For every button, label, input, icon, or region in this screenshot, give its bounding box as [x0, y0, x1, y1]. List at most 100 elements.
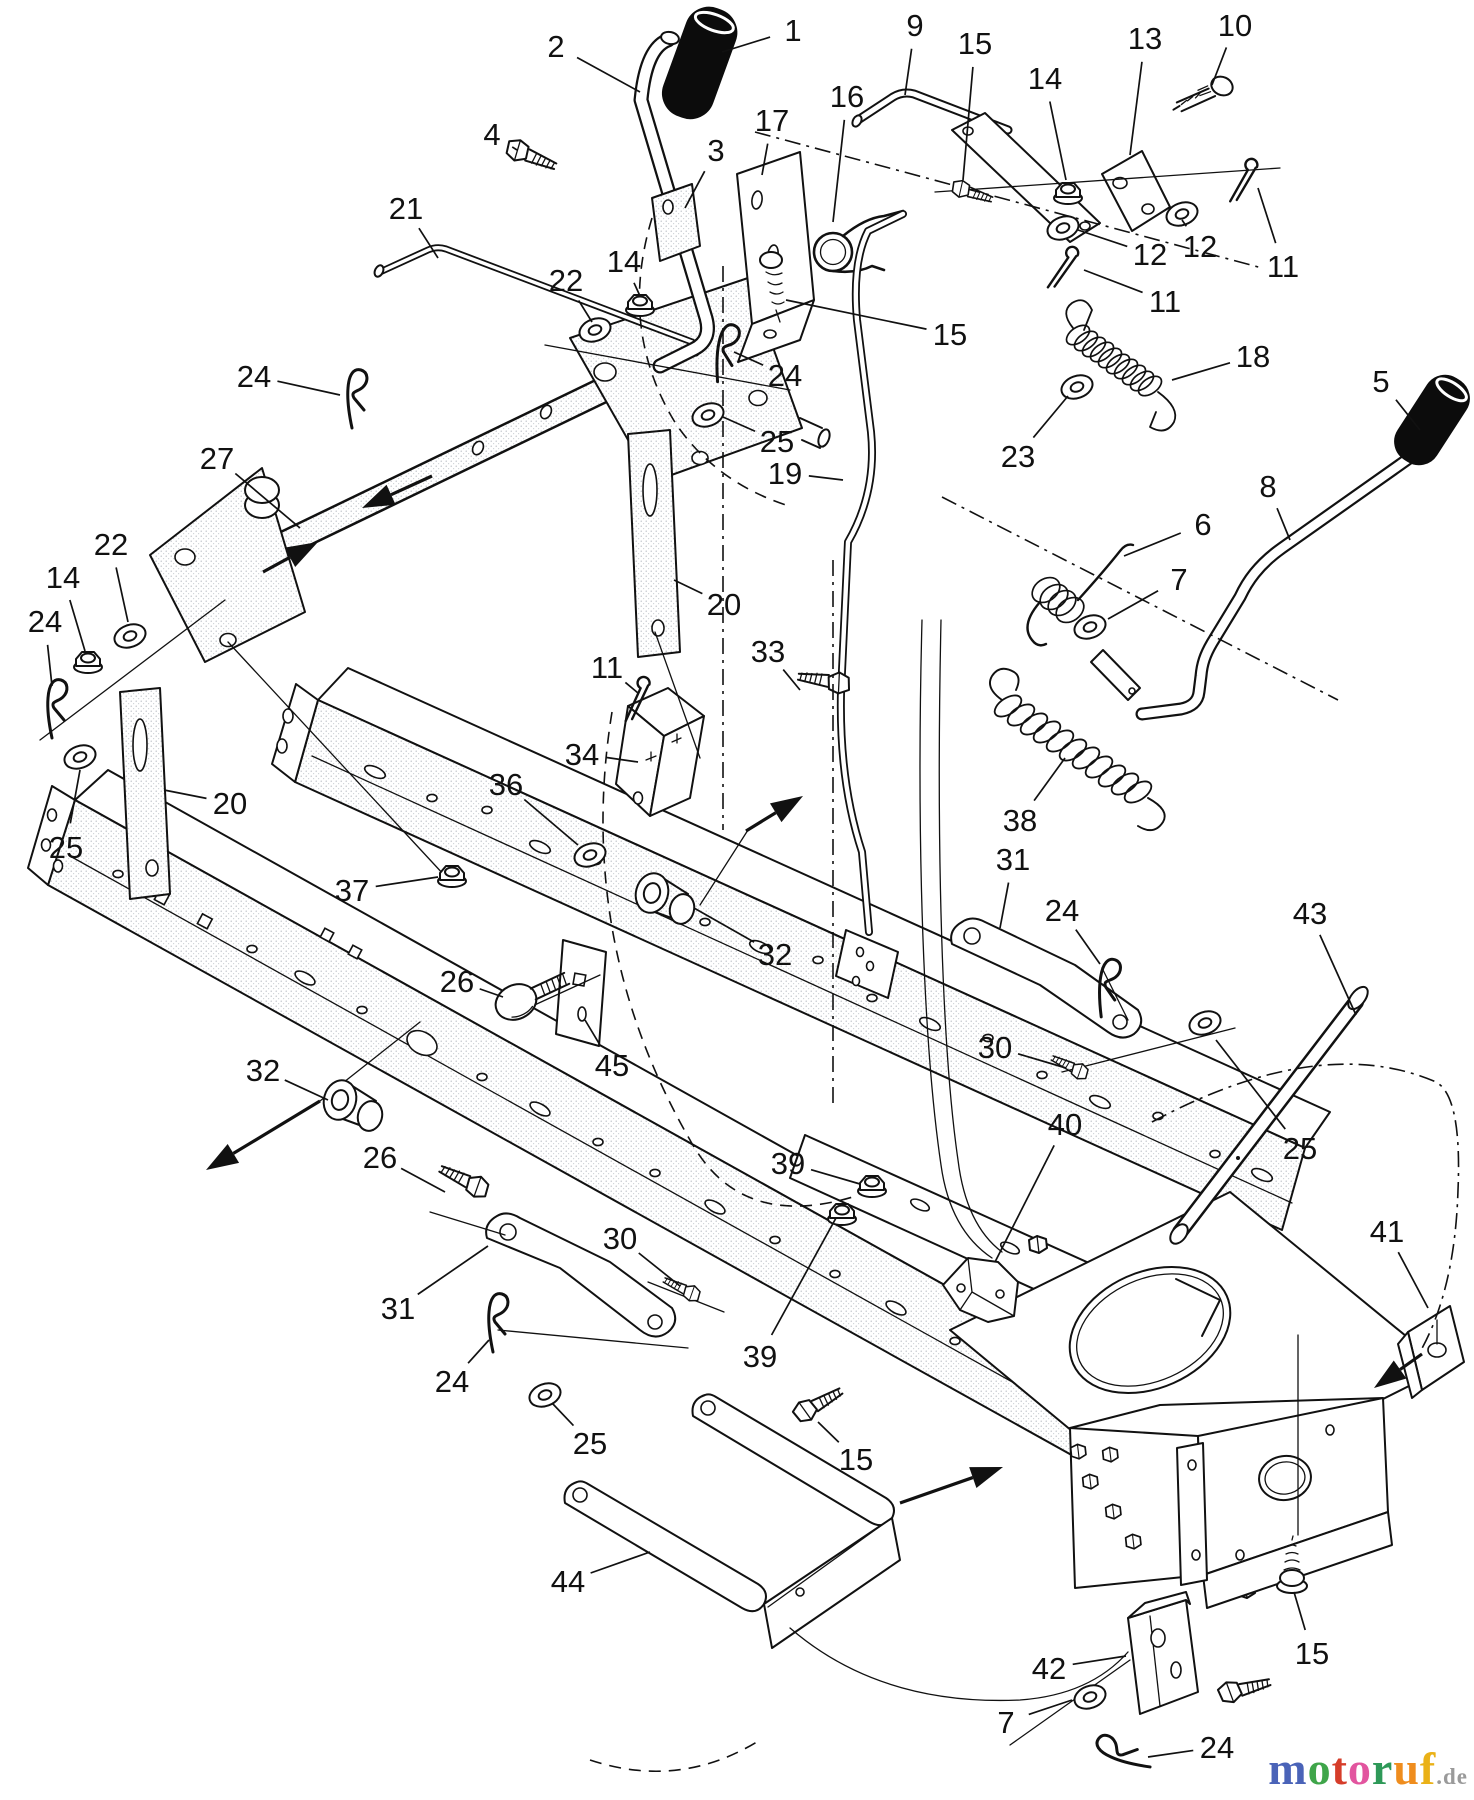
direction-arrow-head-3 — [206, 1144, 240, 1170]
callout-leader-16 — [832, 119, 846, 223]
callout-18: 18 — [1236, 339, 1270, 374]
callout-leader-9 — [904, 48, 913, 96]
callout-leader-21 — [418, 227, 439, 259]
callout-11: 11 — [1267, 249, 1299, 284]
callout-3: 3 — [707, 133, 724, 168]
callout-40: 40 — [1048, 1107, 1082, 1142]
callout-37: 37 — [335, 873, 369, 908]
direction-arrow-tail-2 — [745, 811, 777, 833]
callout-leader-40 — [994, 1145, 1055, 1263]
callout-leader-36 — [523, 798, 579, 846]
shoulder-screw-10 — [1172, 75, 1234, 113]
callout-5: 5 — [1372, 364, 1389, 399]
callout-31: 31 — [996, 842, 1030, 877]
callout-15: 15 — [958, 26, 992, 61]
callout-34: 34 — [565, 737, 599, 772]
callout-4: 4 — [483, 117, 500, 152]
callout-27: 27 — [200, 441, 234, 476]
callout-32: 32 — [246, 1053, 280, 1088]
callout-leader-32 — [693, 907, 755, 943]
callout-leader-31 — [999, 882, 1010, 929]
callout-leader-25 — [1215, 1039, 1286, 1130]
callout-leader-22 — [115, 567, 129, 623]
callout-12: 12 — [1183, 229, 1217, 264]
handle-grip-1 — [661, 6, 738, 120]
callout-10: 10 — [1218, 8, 1252, 43]
spring-18 — [1065, 299, 1177, 432]
hanger-strap-20a — [627, 429, 681, 658]
callout-30: 30 — [603, 1221, 637, 1256]
callout-15: 15 — [1295, 1636, 1329, 1671]
callout-11: 11 — [1149, 284, 1181, 319]
callout-7: 7 — [997, 1705, 1014, 1740]
adjust-rod-19 — [835, 210, 907, 999]
callout-24: 24 — [1200, 1730, 1234, 1765]
callout-32: 32 — [758, 937, 792, 972]
callout-leader-11 — [1257, 187, 1277, 244]
callout-11: 11 — [591, 650, 623, 685]
front-lift-link-31a — [950, 917, 1143, 1039]
callout-leader-31 — [417, 1245, 489, 1296]
callout-44: 44 — [551, 1564, 585, 1599]
hanger-strap-20b — [119, 687, 171, 900]
callout-36: 36 — [489, 767, 523, 802]
direction-arrow-head-5 — [1374, 1360, 1407, 1388]
callout-9: 9 — [906, 8, 923, 43]
bracket-42 — [1127, 1591, 1199, 1715]
callout-24: 24 — [28, 604, 62, 639]
direction-arrow-tail-1 — [262, 555, 291, 574]
callout-25: 25 — [49, 830, 83, 865]
bracket-13 — [1101, 150, 1171, 232]
callout-leader-10 — [1211, 47, 1228, 86]
watermark-letter: t — [1331, 1743, 1348, 1794]
callout-14: 14 — [607, 244, 641, 279]
callout-leader-26 — [479, 988, 504, 998]
callout-leader-24 — [1147, 1749, 1194, 1758]
callout-17: 17 — [755, 103, 789, 138]
direction-arrow-head-2 — [769, 796, 803, 823]
callout-26: 26 — [363, 1140, 397, 1175]
callout-leader-42 — [1072, 1655, 1127, 1666]
callout-33: 33 — [751, 634, 785, 669]
bracket-41 — [1397, 1305, 1465, 1399]
callout-41: 41 — [1370, 1214, 1404, 1249]
frame-rail-rear — [271, 667, 1331, 1231]
callout-leader-34 — [605, 756, 639, 763]
callout-leader-11 — [1083, 269, 1143, 294]
callout-24: 24 — [1045, 893, 1079, 928]
callout-leader-15 — [1293, 1591, 1307, 1631]
tap-screw-15f — [1276, 1535, 1308, 1594]
callout-19: 19 — [768, 456, 802, 491]
spring-6 — [1026, 543, 1135, 647]
callout-leader-19 — [808, 475, 844, 481]
phantom-lines — [589, 131, 1460, 1773]
link-bar-7 — [1090, 649, 1141, 701]
callout-7: 7 — [1170, 562, 1187, 597]
callout-leader-12 — [1181, 219, 1188, 227]
callout-leader-12 — [1077, 229, 1128, 248]
callout-leader-30 — [638, 1252, 681, 1287]
callout-leader-11 — [624, 681, 639, 694]
lift-shaft-assembly — [149, 277, 831, 663]
callout-12: 12 — [1133, 237, 1167, 272]
callout-13: 13 — [1128, 21, 1162, 56]
callout-leader-7 — [1107, 590, 1159, 620]
callout-leader-20 — [163, 789, 207, 800]
callout-14: 14 — [1028, 61, 1062, 96]
callout-8: 8 — [1259, 469, 1276, 504]
callout-leader-43 — [1319, 934, 1357, 1016]
bracket-40 — [942, 1257, 1019, 1323]
callout-leader-44 — [590, 1551, 651, 1574]
watermark-letter: o — [1347, 1743, 1372, 1794]
callout-leader-13 — [1129, 61, 1143, 156]
callout-25: 25 — [760, 424, 794, 459]
callout-15: 15 — [933, 317, 967, 352]
front-lift-link-31b — [485, 1212, 677, 1338]
direction-arrow-tail-4 — [899, 1476, 974, 1505]
callout-25: 25 — [1283, 1131, 1317, 1166]
callout-leader-24 — [733, 351, 764, 366]
callout-leader-30 — [1017, 1052, 1067, 1069]
